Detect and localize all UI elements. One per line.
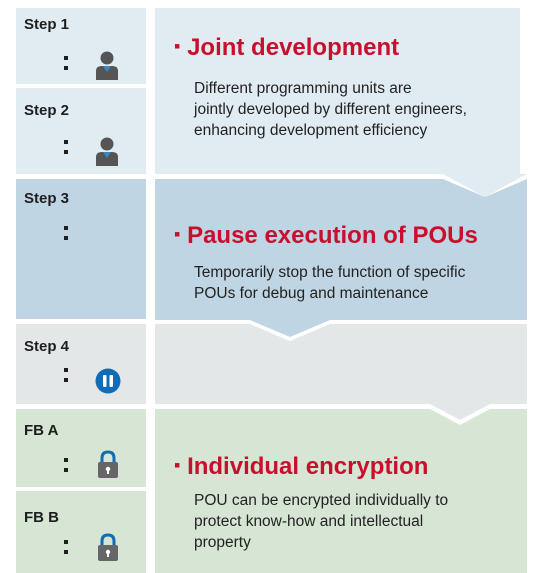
fbb-box xyxy=(16,491,146,573)
encrypt-panel xyxy=(155,409,527,573)
pause-execution-title: ▪ Pause execution of POUs xyxy=(174,222,478,250)
colon-step3 xyxy=(64,226,68,246)
step2-box xyxy=(16,88,146,174)
colon-step1 xyxy=(64,56,68,76)
pause-execution-desc: Temporarily stop the function of specifi… xyxy=(194,262,465,304)
fba-box xyxy=(16,409,146,487)
bullet: ▪ xyxy=(174,36,181,56)
desc-line: property xyxy=(194,534,251,551)
step4-box xyxy=(16,324,146,404)
joint-development-title: ▪ Joint development xyxy=(174,34,399,62)
desc-line: protect know-how and intellectual xyxy=(194,513,424,530)
title-text: Pause execution of POUs xyxy=(187,222,478,249)
step3-box xyxy=(16,179,146,319)
colon-step2 xyxy=(64,140,68,160)
individual-encryption-desc: POU can be encrypted individually to pro… xyxy=(194,490,448,553)
step4-panel xyxy=(155,324,527,420)
pause-icon xyxy=(95,368,121,394)
fb-a-label: FB A xyxy=(24,422,59,439)
person-icon xyxy=(96,137,118,166)
step-1-label: Step 1 xyxy=(24,16,70,33)
lock-icon xyxy=(98,533,118,561)
colon-step4 xyxy=(64,368,68,388)
step-3-label: Step 3 xyxy=(24,190,70,207)
title-text: Joint development xyxy=(187,34,400,61)
desc-line: POU can be encrypted individually to xyxy=(194,492,449,509)
title-text: Individual encryption xyxy=(187,453,429,480)
desc-line: Different programming units are xyxy=(194,80,412,97)
step-2-label: Step 2 xyxy=(24,102,70,119)
step1-box xyxy=(16,8,146,84)
pause-panel xyxy=(155,179,527,337)
bullet: ▪ xyxy=(174,455,181,475)
individual-encryption-title: ▪ Individual encryption xyxy=(174,453,428,481)
desc-line: enhancing development efficiency xyxy=(194,122,428,139)
step-4-label: Step 4 xyxy=(24,338,70,355)
joint-development-desc: Different programming units are jointly … xyxy=(194,78,467,141)
joint-panel-body xyxy=(155,8,527,197)
desc-line: Temporarily stop the function of specifi… xyxy=(194,264,466,281)
desc-line: jointly developed by different engineers… xyxy=(194,101,467,118)
person-icon xyxy=(96,51,118,80)
colon-fbb xyxy=(64,540,68,560)
desc-line: POUs for debug and maintenance xyxy=(194,285,429,302)
fb-b-label: FB B xyxy=(24,509,59,526)
bullet: ▪ xyxy=(174,224,181,244)
lock-icon xyxy=(98,450,118,478)
colon-fba xyxy=(64,458,68,478)
